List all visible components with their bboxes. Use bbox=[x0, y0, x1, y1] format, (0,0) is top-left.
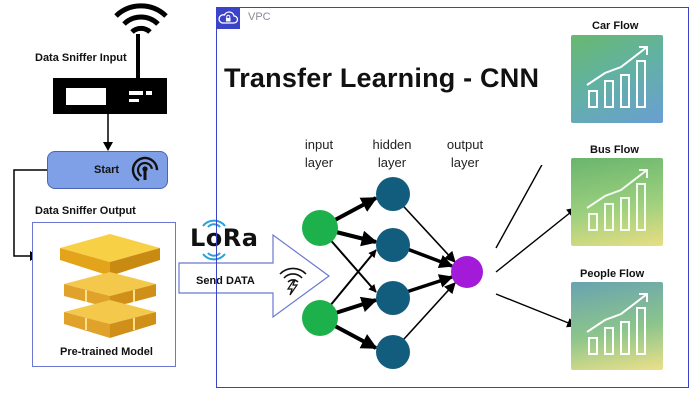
vpc-group bbox=[216, 7, 689, 388]
router-icon bbox=[53, 78, 167, 114]
chart-icon bbox=[586, 169, 648, 231]
vpc-badge bbox=[216, 7, 240, 29]
hidden-node-1 bbox=[376, 177, 410, 211]
model-label: Pre-trained Model bbox=[60, 346, 153, 358]
edge-o-bus bbox=[495, 207, 577, 273]
cloud-lock-icon bbox=[218, 11, 239, 24]
edge-h1-o bbox=[393, 195, 456, 263]
hidden-node-2 bbox=[376, 228, 410, 262]
neural-network bbox=[302, 165, 577, 369]
vpc-label: VPC bbox=[248, 11, 271, 23]
sniffer-output-label: Data Sniffer Output bbox=[35, 205, 136, 217]
arrow-router-start bbox=[103, 114, 113, 151]
chart-icon bbox=[586, 46, 648, 108]
sniffer-input-label: Data Sniffer Input bbox=[35, 52, 127, 64]
stack-icon bbox=[60, 234, 160, 338]
output-layer-label-line2: layer bbox=[450, 155, 480, 170]
chart-icon bbox=[586, 293, 648, 355]
antenna-stem bbox=[136, 34, 140, 78]
hidden-layer-label: hidden layer bbox=[365, 136, 419, 172]
hidden-node-3 bbox=[376, 281, 410, 315]
hidden-layer-label-line1: hidden bbox=[372, 137, 412, 152]
wifi-icon bbox=[114, 3, 168, 34]
hidden-layer-label-line2: layer bbox=[377, 155, 407, 170]
lora-signal-icon bbox=[202, 219, 226, 228]
input-layer-label: input layer bbox=[294, 136, 344, 172]
output-layer-label: output layer bbox=[438, 136, 492, 172]
input-layer-label-line1: input bbox=[304, 137, 334, 152]
input-node-1 bbox=[302, 210, 338, 246]
input-layer-label-line2: layer bbox=[304, 155, 334, 170]
car-flow-label: Car Flow bbox=[592, 20, 639, 32]
edge-h4-o bbox=[393, 282, 456, 351]
podcast-icon bbox=[131, 156, 159, 184]
bus-flow-label: Bus Flow bbox=[590, 144, 639, 156]
wireless-bolt-icon bbox=[279, 267, 307, 296]
lora-signal-bottom-icon bbox=[202, 252, 226, 261]
output-layer-label-line1: output bbox=[446, 137, 484, 152]
start-label: Start bbox=[94, 164, 120, 176]
people-flow-label: People Flow bbox=[580, 268, 645, 280]
input-node-2 bbox=[302, 300, 338, 336]
edge-o-car bbox=[495, 165, 543, 249]
edge-o-people bbox=[495, 293, 577, 328]
send-arrow bbox=[178, 233, 331, 319]
send-label: Send DATA bbox=[196, 275, 255, 287]
car-flow-card bbox=[571, 35, 663, 123]
people-flow-card bbox=[571, 282, 663, 370]
hidden-node-4 bbox=[376, 335, 410, 369]
output-node bbox=[451, 256, 483, 288]
page-title: Transfer Learning - CNN bbox=[224, 63, 540, 93]
lora-logo: LoRa bbox=[190, 224, 259, 252]
bus-flow-card bbox=[571, 158, 663, 246]
